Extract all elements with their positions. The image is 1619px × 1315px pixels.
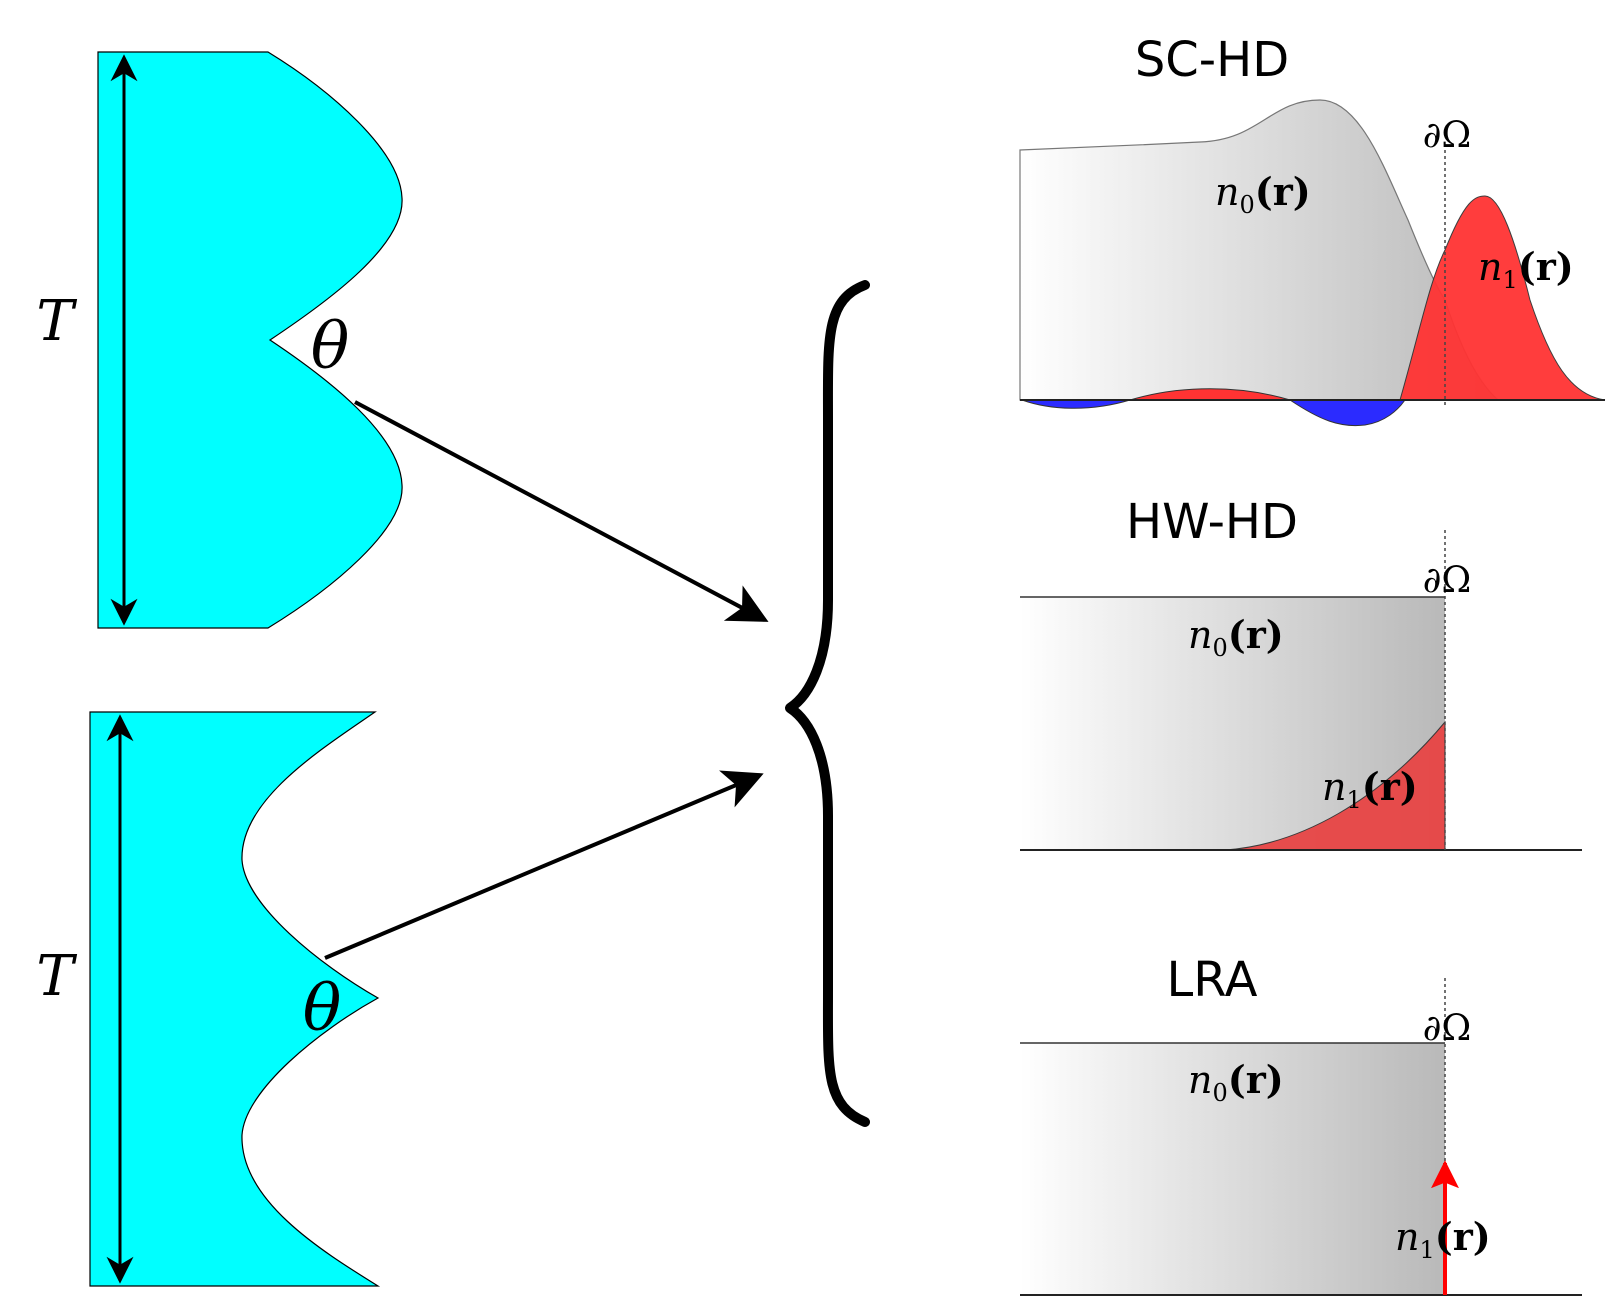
boundary-label: ∂Ω [1423,560,1471,601]
n0-density [1020,1043,1445,1295]
n1-label: n1(r) [1322,764,1418,814]
panel-title: SC-HD [1135,32,1289,88]
angle-label: θ [303,972,342,1046]
n0-label: n0(r) [1188,612,1284,662]
panel-title: HW-HD [1126,494,1298,550]
boundary-label: ∂Ω [1423,115,1471,156]
boundary-label: ∂Ω [1423,1008,1471,1049]
n1-positive-peak [1399,195,1606,401]
top-connector-arrow [354,400,769,622]
panel-sc-hd: SC-HD ∂Ω n0(r) n1(r) [1019,32,1606,427]
curly-brace [785,280,870,1127]
thickness-label: T [36,289,77,354]
n0-label: n0(r) [1215,169,1311,219]
panel-hw-hd: HW-HD ∂Ω n0(r) n1(r) [1020,494,1582,851]
n1-density [1224,720,1446,851]
concave-wedge: T θ [36,51,403,629]
n1-negative-lobe-right [1288,399,1406,427]
panel-lra: LRA ∂Ω n0(r) n1(r) [1020,952,1582,1296]
n0-label: n0(r) [1188,1057,1284,1107]
convex-wedge: T θ [36,711,381,1287]
thickness-label: T [36,944,77,1009]
n1-negative-lobe-left [1021,399,1131,409]
angle-label: θ [311,310,350,384]
n1-label: n1(r) [1395,1214,1491,1264]
n1-positive-lobe-mid [1129,388,1291,401]
bottom-connector-arrow [324,770,764,960]
wedge-body [89,711,381,1287]
n1-label: n1(r) [1478,244,1574,294]
wedge-body [97,51,403,629]
panel-title: LRA [1167,952,1258,1008]
